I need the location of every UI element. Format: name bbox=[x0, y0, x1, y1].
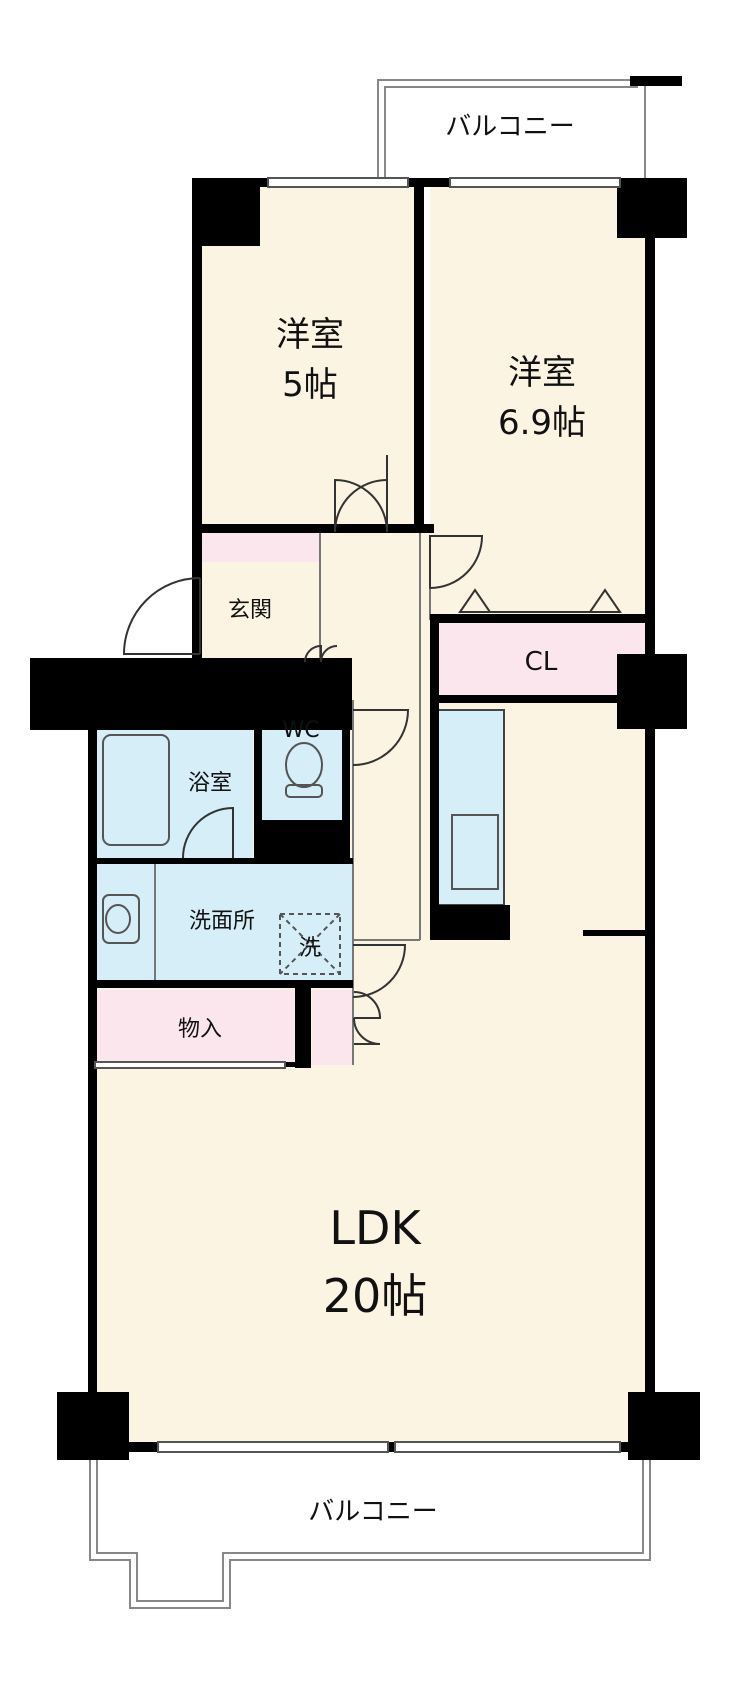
fixtures bbox=[102, 734, 499, 975]
western-room-large-floor bbox=[430, 182, 655, 620]
western-room-large-size: 6.9帖 bbox=[498, 403, 586, 443]
washer-pan bbox=[279, 913, 341, 975]
kitchen-counter bbox=[437, 709, 505, 906]
storage-label: 物入 bbox=[178, 1017, 222, 1042]
ldk-name: LDK bbox=[329, 1201, 422, 1255]
sink bbox=[451, 814, 499, 890]
balcony-bottom-label: バルコニー bbox=[308, 1497, 437, 1527]
ldk-floor-lower bbox=[95, 1085, 655, 1450]
entrance-step bbox=[200, 532, 320, 562]
storage-floor bbox=[95, 990, 295, 1065]
washer-label: 洗 bbox=[299, 936, 321, 961]
balcony-top-rail-cap bbox=[630, 76, 682, 86]
western-room-large-name: 洋室 bbox=[508, 353, 576, 393]
toilet-tank bbox=[285, 784, 323, 798]
toilet-bowl bbox=[285, 742, 323, 788]
entrance-label: 玄関 bbox=[228, 598, 272, 623]
doors bbox=[122, 455, 622, 1045]
bathtub bbox=[102, 734, 170, 846]
closet-label: CL bbox=[525, 647, 558, 677]
washroom-label: 洗面所 bbox=[189, 909, 255, 934]
balcony-bottom-outline bbox=[89, 1452, 651, 1609]
bathroom-label: 浴室 bbox=[188, 771, 232, 796]
western-room-small-name: 洋室 bbox=[276, 315, 344, 355]
small-storage-floor bbox=[312, 990, 354, 1065]
room-floors bbox=[95, 182, 655, 1450]
washbasin bbox=[102, 894, 140, 944]
windows bbox=[94, 177, 621, 1453]
western-room-small-size: 5帖 bbox=[282, 365, 338, 405]
toilet-label: WC bbox=[282, 718, 319, 743]
balcony-top-label: バルコニー bbox=[445, 112, 574, 142]
ldk-size: 20帖 bbox=[323, 1269, 428, 1323]
balcony-top-outline bbox=[377, 79, 646, 180]
bathroom-floor bbox=[95, 728, 253, 858]
